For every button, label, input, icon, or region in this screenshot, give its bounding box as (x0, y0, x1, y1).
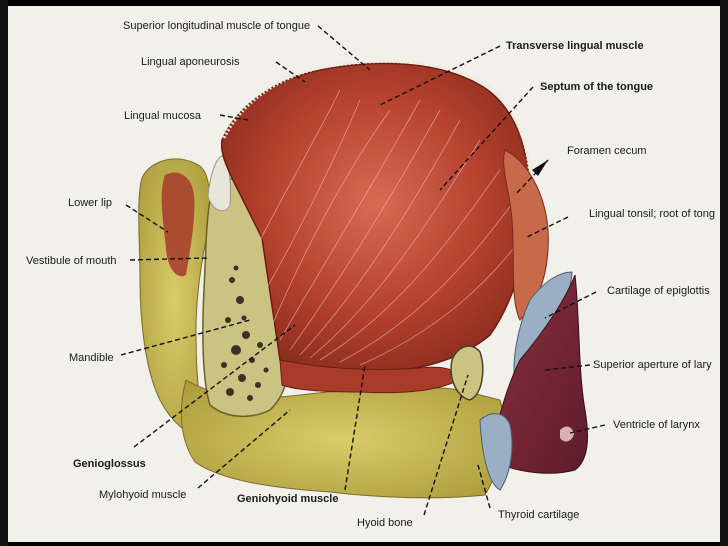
mandible-trabeculae (221, 265, 269, 401)
label-mylohyoid: Mylohyoid muscle (99, 489, 187, 501)
label-geniohyoid: Geniohyoid muscle (237, 493, 339, 505)
black-frame-right (720, 0, 728, 546)
label-septum: Septum of the tongue (540, 81, 654, 93)
label-vestibule: Vestibule of mouth (26, 255, 117, 267)
black-frame-left (0, 0, 8, 546)
lingual-tonsil (503, 149, 549, 321)
label-cartilage-epiglottis: Cartilage of epiglottis (607, 285, 710, 297)
muscle-fibers (249, 89, 521, 366)
label-genioglossus: Genioglossus (73, 458, 146, 470)
label-lingual-mucosa: Lingual mucosa (124, 110, 202, 122)
label-lower-lip: Lower lip (68, 197, 113, 209)
thyroid-cartilage (479, 413, 513, 491)
label-transverse-lingual: Transverse lingual muscle (506, 40, 644, 52)
ventricle-of-larynx-shape (560, 426, 574, 442)
label-lingual-tonsil: Lingual tonsil; root of tong (589, 208, 715, 220)
label-ventricle: Ventricle of larynx (613, 419, 700, 431)
label-superior-aperture: Superior aperture of lary (593, 359, 712, 371)
label-superior-longitudinal: Superior longitudinal muscle of tongue (123, 20, 311, 32)
label-lingual-aponeurosis: Lingual aponeurosis (141, 56, 240, 68)
label-foramen-cecum: Foramen cecum (567, 145, 647, 157)
foramen-cecum-arrow (532, 160, 548, 176)
lingual-mucosa-edge (222, 59, 532, 181)
label-hyoid: Hyoid bone (357, 517, 413, 529)
label-mandible: Mandible (69, 352, 114, 364)
lower-lip-muscle (161, 172, 195, 277)
label-thyroid: Thyroid cartilage (498, 509, 580, 521)
hyoid-bone (450, 345, 484, 401)
